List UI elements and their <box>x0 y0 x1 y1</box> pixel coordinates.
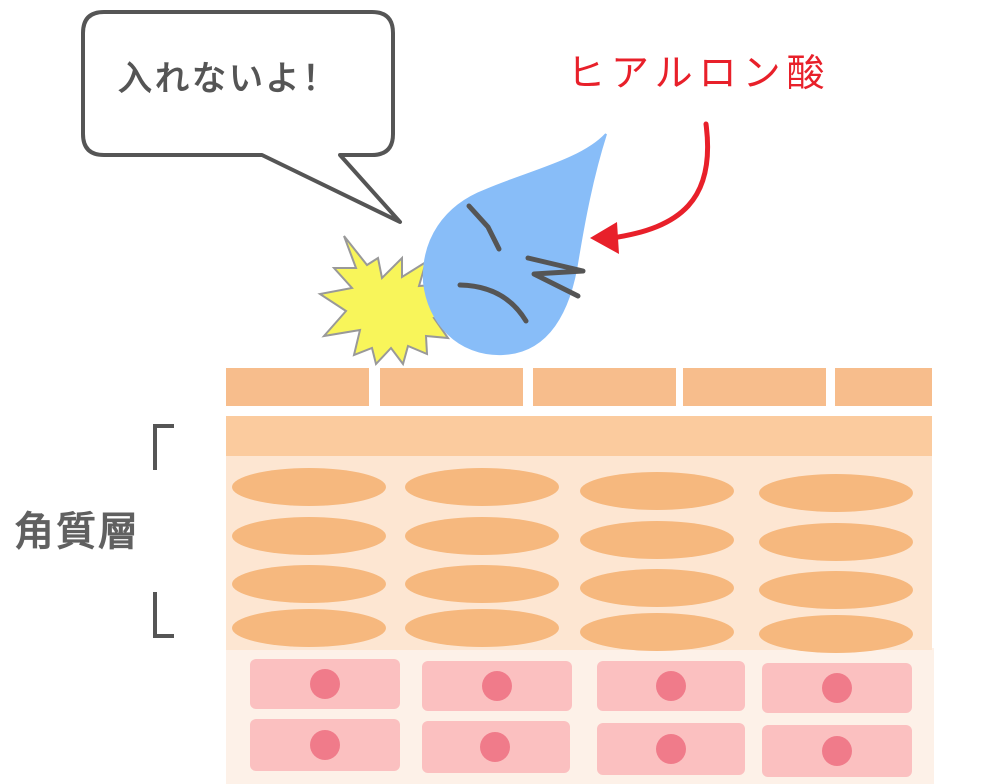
cell-nucleus <box>822 673 852 703</box>
corneocyte <box>232 609 386 647</box>
top-block <box>533 368 676 406</box>
corneocyte <box>759 474 913 512</box>
top-blocks <box>226 368 932 406</box>
top-block <box>835 368 932 406</box>
corneocyte <box>759 571 913 609</box>
corneocyte <box>405 468 559 506</box>
corneocyte <box>759 615 913 653</box>
top-block <box>380 368 523 406</box>
cell-nucleus <box>310 730 340 760</box>
bracket-top <box>153 424 174 470</box>
top-block <box>226 368 369 406</box>
cell-nucleus <box>656 671 686 701</box>
corneocyte <box>405 565 559 603</box>
corneocyte <box>580 613 734 651</box>
cell-nucleus <box>656 734 686 764</box>
speech-bubble <box>81 10 402 224</box>
corneocyte <box>759 523 913 561</box>
speech-bubble-text: 入れないよ！ <box>118 59 340 99</box>
corneocyte <box>405 609 559 647</box>
hyaluronic-droplet-icon <box>422 133 607 356</box>
droplet-eye-left-icon <box>466 203 502 252</box>
bracket-bottom <box>153 592 174 638</box>
corneocytes <box>232 468 913 653</box>
corneocyte <box>580 521 734 559</box>
pointer-arrow-icon <box>609 121 711 241</box>
impact-burst-icon <box>317 235 466 367</box>
hyaluronic-acid-label: ヒアルロン酸 <box>567 51 831 95</box>
cell-nucleus <box>480 732 510 762</box>
droplet-mouth-icon <box>457 282 529 324</box>
droplet-eye-right-icon <box>525 255 586 299</box>
corneocyte <box>232 468 386 506</box>
stratum-corneum-label: 角質層 <box>14 509 140 555</box>
corneocyte <box>580 569 734 607</box>
corneocyte <box>232 517 386 555</box>
cell-nucleus <box>482 671 512 701</box>
corneocyte <box>405 517 559 555</box>
stratum-top-band <box>226 416 932 456</box>
cell-nucleus <box>310 669 340 699</box>
corneocyte <box>232 565 386 603</box>
cell-nucleus <box>822 736 852 766</box>
corneocyte <box>580 472 734 510</box>
top-block <box>683 368 826 406</box>
living-cells <box>250 659 912 777</box>
pointer-arrowhead-icon <box>590 222 619 254</box>
